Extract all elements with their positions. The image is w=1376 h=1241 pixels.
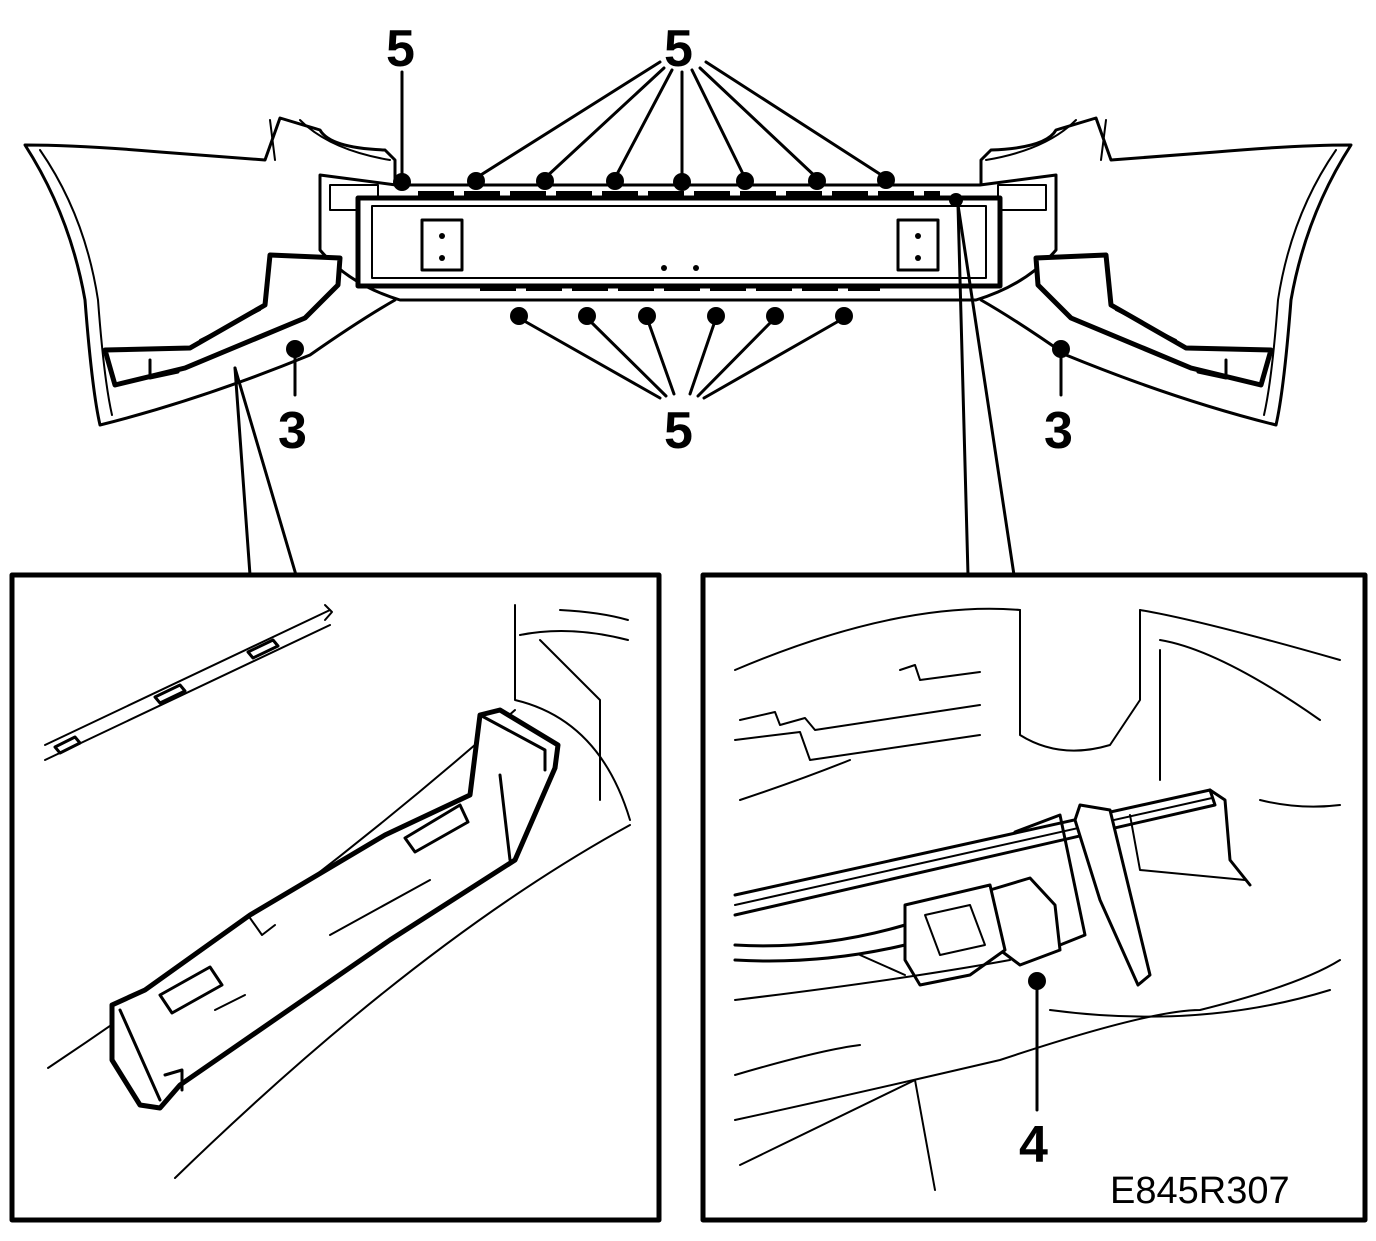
reinforcement-beam bbox=[355, 195, 1003, 289]
clip-marker bbox=[638, 307, 656, 325]
hook-bracket-detail bbox=[109, 707, 561, 1111]
clip-marker bbox=[766, 307, 784, 325]
beam-right-bracket bbox=[896, 218, 940, 272]
connector-marker bbox=[1028, 972, 1046, 990]
clip-marker bbox=[393, 173, 411, 191]
beam-left-bracket bbox=[420, 218, 464, 272]
clip-marker bbox=[606, 172, 624, 190]
label-3-right: 3 bbox=[1044, 402, 1073, 460]
label-5-top-left: 5 bbox=[386, 20, 415, 78]
detail-leaders bbox=[233, 203, 1016, 577]
connector-marker bbox=[949, 193, 963, 207]
clip-marker bbox=[736, 172, 754, 190]
detail-panel-connector: 4 bbox=[700, 572, 1368, 1223]
label-5-bottom-center: 5 bbox=[664, 402, 693, 460]
overview-callouts: 5 5 5 bbox=[278, 20, 1073, 460]
label-5-top-center: 5 bbox=[664, 20, 693, 78]
clip-marker bbox=[578, 307, 596, 325]
bumper-overview bbox=[23, 116, 1353, 427]
label-4: 4 bbox=[1019, 1116, 1048, 1174]
clip-marker bbox=[510, 307, 528, 325]
clip-marker bbox=[877, 171, 895, 189]
label-3-left: 3 bbox=[278, 402, 307, 460]
hook-marker bbox=[286, 340, 304, 358]
clip-marker bbox=[808, 172, 826, 190]
detail-panel-hook bbox=[9, 572, 662, 1223]
hook-marker bbox=[1052, 340, 1070, 358]
clip-marker bbox=[467, 172, 485, 190]
clip-marker bbox=[673, 173, 691, 191]
figure-reference: E845R307 bbox=[1110, 1170, 1290, 1212]
clip-marker bbox=[536, 172, 554, 190]
clip-marker bbox=[707, 307, 725, 325]
clip-marker bbox=[835, 307, 853, 325]
